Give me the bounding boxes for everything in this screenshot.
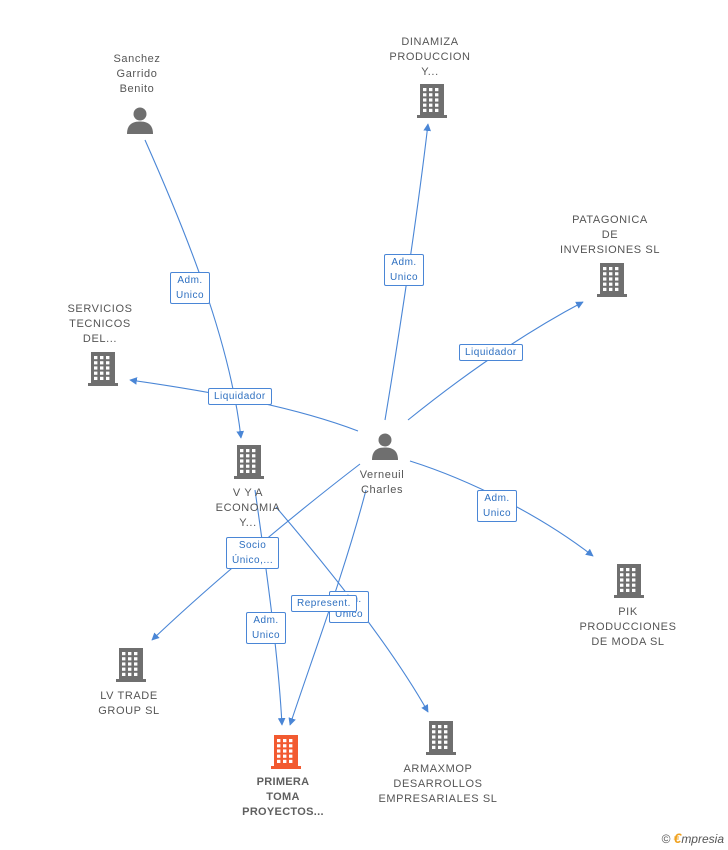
- node-label-vya[interactable]: V Y A ECONOMIA Y...: [216, 486, 281, 531]
- node-label-line: PATAGONICA: [572, 214, 648, 226]
- node-label-line: DINAMIZA: [401, 36, 459, 48]
- edge-label-line: Adm.: [177, 275, 203, 286]
- edge-label-e5[interactable]: Adm. Unico: [477, 490, 518, 522]
- footer-brand[interactable]: ©€mpresia: [662, 830, 724, 846]
- edge-label-line: Liquidador: [214, 391, 266, 402]
- node-label-line: DE MODA SL: [591, 636, 665, 648]
- edge-label-e1[interactable]: Adm. Unico: [170, 272, 211, 304]
- node-label-line: Benito: [119, 83, 155, 95]
- edge-label-line: Adm.: [391, 257, 417, 268]
- node-label-line: LV TRADE: [100, 690, 158, 702]
- copyright-symbol: ©: [661, 832, 671, 846]
- node-label-line: PRODUCCIONES: [579, 621, 677, 633]
- node-label-armaxmop[interactable]: ARMAXMOP DESARROLLOS EMPRESARIALES SL: [378, 762, 497, 807]
- node-label-line: Charles: [360, 484, 404, 496]
- edge-label-e9[interactable]: Represent.: [291, 595, 357, 612]
- building-icon[interactable]: [614, 564, 644, 603]
- edge-label-e3[interactable]: Liquidador: [459, 344, 523, 361]
- node-label-line: V Y A: [232, 487, 264, 499]
- node-label-line: INVERSIONES SL: [559, 244, 661, 256]
- brand-logo-initial: €: [673, 830, 682, 846]
- node-label-line: DE: [601, 229, 619, 241]
- node-label-line: Garrido: [116, 68, 158, 80]
- edge-verneuil-to-patagonica: [407, 301, 584, 421]
- edge-label-line: Represent.: [297, 598, 351, 609]
- node-label-line: TECNICOS: [69, 318, 131, 330]
- node-label-line: PRODUCCION: [389, 51, 471, 63]
- node-label-line: EMPRESARIALES SL: [378, 793, 498, 805]
- edge-label-line: Socio: [238, 540, 267, 551]
- building-icon[interactable]: [88, 352, 118, 391]
- node-label-line: PIK: [618, 606, 638, 618]
- edge-label-line: Adm.: [484, 493, 510, 504]
- edge-vya-to-primera: [254, 489, 286, 726]
- edge-label-line: Unico: [335, 609, 364, 620]
- node-label-line: DESARROLLOS: [393, 778, 483, 790]
- edge-label-line: Unico: [483, 508, 512, 519]
- node-label-line: PRIMERA: [256, 776, 310, 788]
- person-icon[interactable]: [370, 431, 400, 466]
- edge-label-e2[interactable]: Adm. Unico: [384, 254, 425, 286]
- node-label-line: Y...: [421, 66, 439, 78]
- node-label-line: GROUP SL: [98, 705, 160, 717]
- focus-company-building-icon[interactable]: [271, 735, 301, 774]
- building-icon[interactable]: [417, 84, 447, 123]
- person-icon[interactable]: [125, 105, 155, 140]
- building-icon[interactable]: [116, 648, 146, 687]
- edge-label-line: Adm.: [253, 615, 279, 626]
- edge-label-line: Liquidador: [465, 347, 517, 358]
- node-label-line: Verneuil: [359, 469, 405, 481]
- node-label-line: Sanchez: [113, 53, 161, 65]
- edge-label-line: Único,...: [232, 555, 274, 566]
- node-label-line: TOMA: [266, 791, 300, 803]
- edge-label-e7[interactable]: Adm. Unico: [246, 612, 287, 644]
- node-label-line: PROYECTOS...: [242, 806, 324, 818]
- node-label-line: ARMAXMOP: [403, 763, 473, 775]
- edge-label-line: Unico: [176, 290, 205, 301]
- node-label-line: Y...: [239, 517, 257, 529]
- edge-label-line: Unico: [390, 272, 419, 283]
- node-label-patagonica[interactable]: PATAGONICA DE INVERSIONES SL: [560, 213, 660, 258]
- edge-label-e4[interactable]: Liquidador: [208, 388, 272, 405]
- building-icon[interactable]: [426, 721, 456, 760]
- building-icon[interactable]: [597, 263, 627, 302]
- building-icon[interactable]: [234, 445, 264, 484]
- brand-name: mpresia: [681, 832, 724, 846]
- edge-label-line: Unico: [252, 630, 281, 641]
- node-label-servicios[interactable]: SERVICIOS TECNICOS DEL...: [67, 302, 132, 347]
- node-label-dinamiza[interactable]: DINAMIZA PRODUCCION Y...: [389, 35, 470, 80]
- node-label-lvtrade[interactable]: LV TRADE GROUP SL: [98, 689, 159, 719]
- node-label-line: DEL...: [82, 333, 118, 345]
- node-label-line: SERVICIOS: [67, 303, 133, 315]
- node-label-line: ECONOMIA: [215, 502, 281, 514]
- node-label-primera[interactable]: PRIMERA TOMA PROYECTOS...: [242, 775, 324, 820]
- node-label-pik[interactable]: PIK PRODUCCIONES DE MODA SL: [579, 605, 676, 650]
